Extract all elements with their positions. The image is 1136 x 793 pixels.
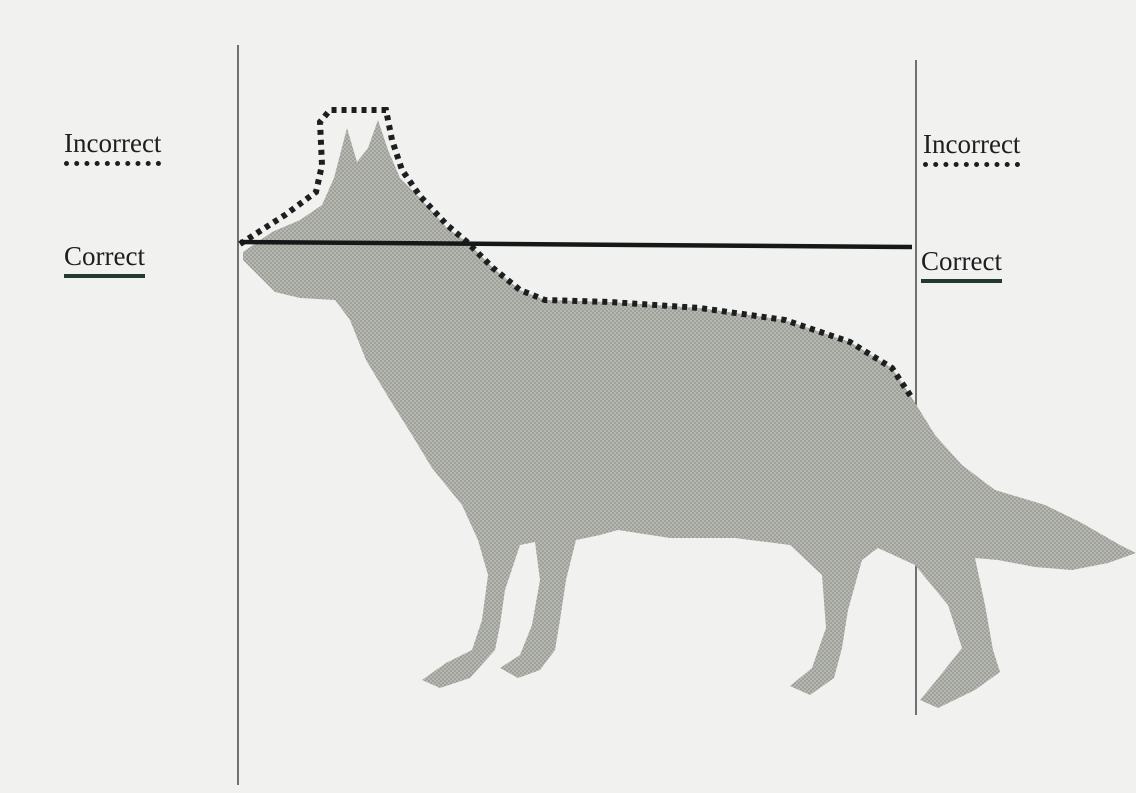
correct-legend-right: Correct bbox=[921, 246, 1002, 283]
incorrect-legend-left: Incorrect bbox=[64, 128, 161, 166]
dog-silhouette bbox=[243, 120, 1136, 708]
incorrect-legend-right: Incorrect bbox=[923, 129, 1020, 167]
correct-legend-left: Correct bbox=[64, 241, 145, 278]
